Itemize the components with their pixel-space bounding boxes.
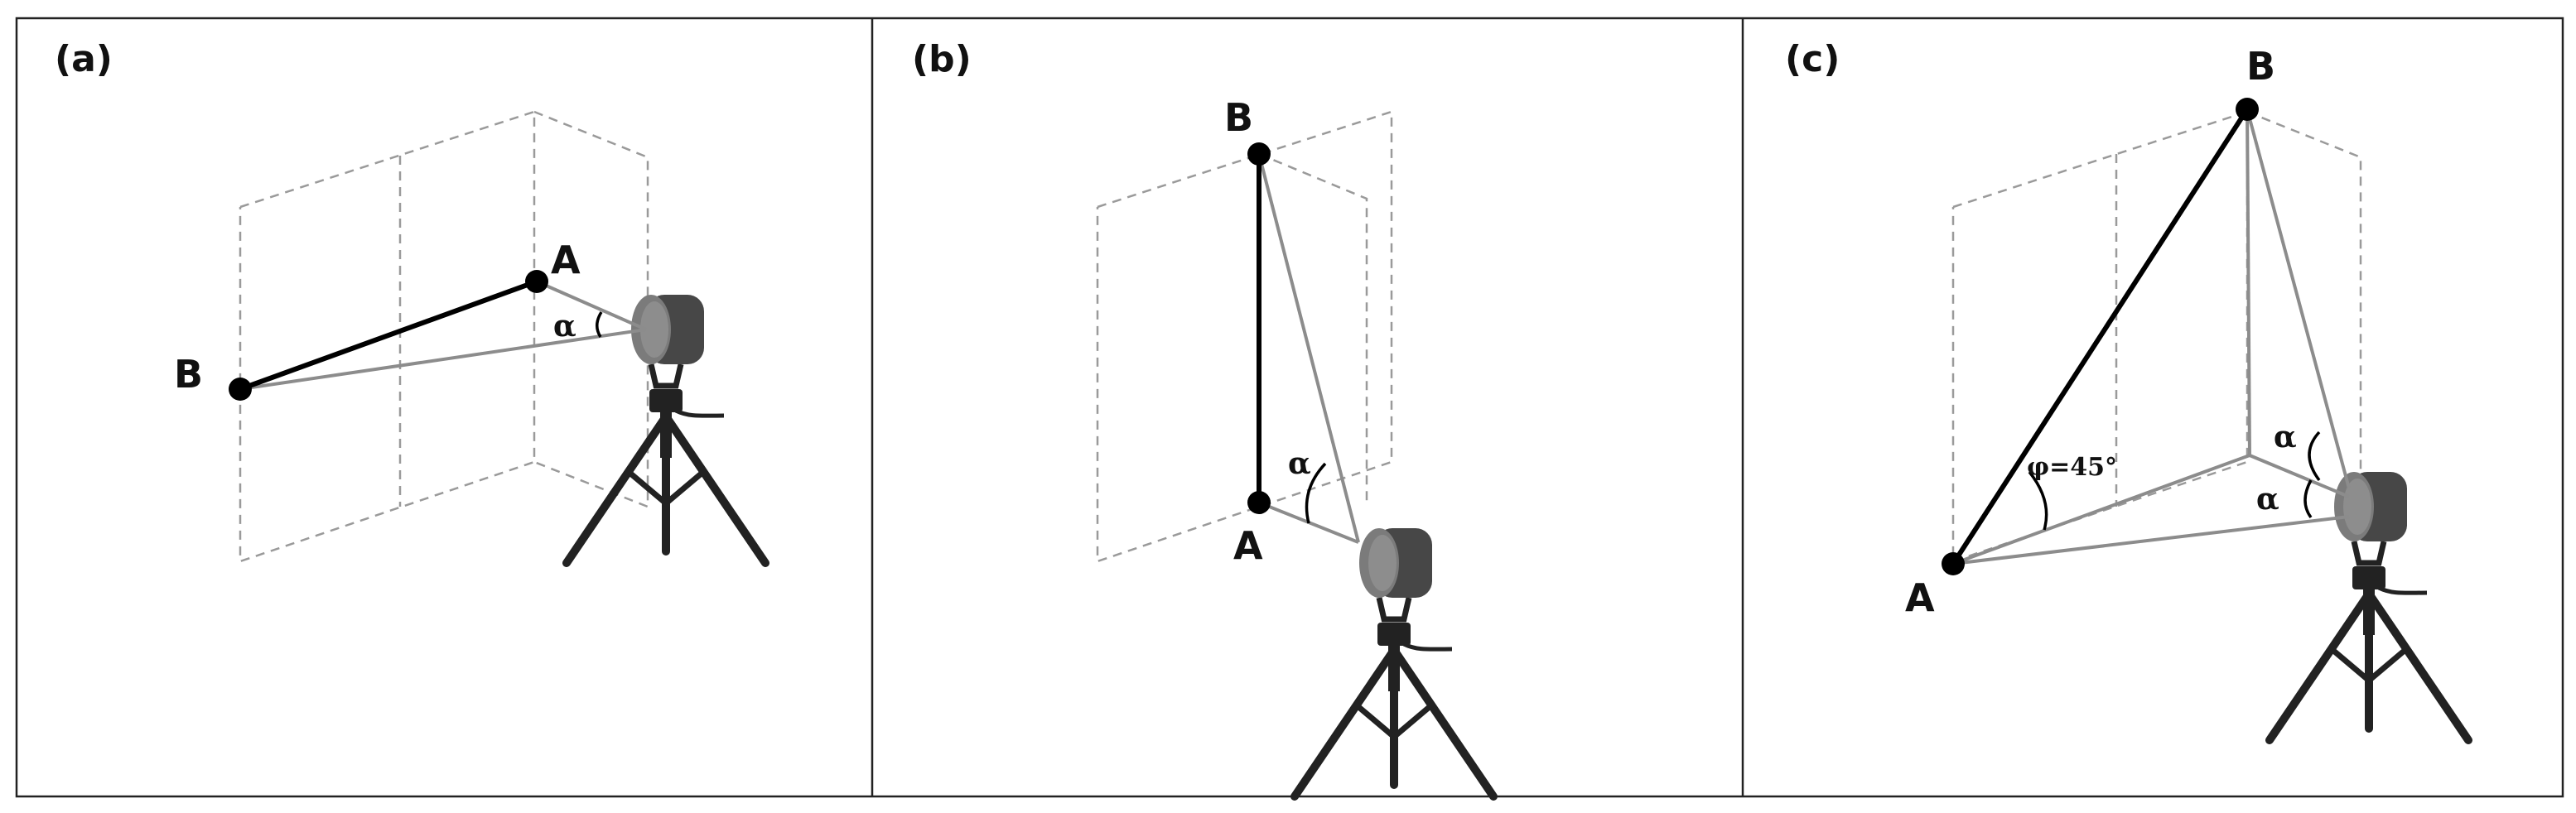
point-b-label-panel-b: B — [1224, 95, 1253, 140]
angle-label-panel-a: α — [553, 309, 576, 344]
angle-label-panel-b: α — [1288, 446, 1311, 481]
phi-arc-panel-c — [2028, 470, 2048, 531]
segment-ab-panel-a — [239, 279, 538, 392]
figure-border — [15, 17, 2564, 798]
ray-to-a-panel-c — [1952, 515, 2350, 565]
ray-to-a-panel-a — [536, 280, 647, 331]
ray-to-b-panel-c — [2246, 108, 2351, 489]
panel-a: (a) A B α — [55, 38, 765, 563]
point-b-panel-a — [229, 378, 252, 401]
point-a-label-panel-a: A — [551, 238, 581, 282]
panel-c-guide-planes — [1951, 110, 2362, 563]
panel-c-label: (c) — [1785, 38, 1840, 80]
angle-arc-panel-b — [1305, 462, 1327, 524]
point-a-label-panel-b: A — [1233, 523, 1263, 568]
scanner-tripod-a — [567, 295, 765, 563]
scanner-tripod-b — [1295, 528, 1493, 796]
scanner-tripod-c — [2270, 472, 2468, 740]
angle-arc-lower-panel-c — [2303, 479, 2313, 519]
point-b-panel-c — [2236, 98, 2259, 121]
point-b-label-panel-a: B — [174, 352, 203, 397]
ray-b-foot-to-scanner-panel-c — [2249, 454, 2350, 498]
panel-b: (b) B A α — [912, 38, 1493, 796]
angle-arc-upper-panel-c — [2308, 431, 2321, 482]
segment-ab-panel-c — [1951, 108, 2250, 565]
point-a-panel-c — [1942, 552, 1965, 575]
panel-a-label: (a) — [55, 38, 113, 80]
angle-label-upper-panel-c: α — [2274, 420, 2297, 455]
angle-label-lower-panel-c: α — [2256, 482, 2279, 517]
point-a-label-panel-c: A — [1905, 575, 1935, 620]
vertical-b-panel-c — [2246, 108, 2251, 456]
point-b-label-panel-c: B — [2246, 44, 2275, 89]
panel-a-guide-planes — [239, 110, 649, 563]
panel-b-label: (b) — [912, 38, 972, 80]
panel-c: (c) B A φ=45° α α — [1785, 38, 2468, 740]
phi-label-panel-c: φ=45° — [2027, 453, 2117, 482]
ray-a-to-b-foot-panel-c — [1952, 454, 2250, 565]
point-a-panel-b — [1247, 491, 1271, 514]
point-b-panel-b — [1247, 142, 1271, 166]
ray-to-b-panel-a — [239, 328, 647, 391]
point-a-panel-a — [525, 270, 548, 293]
angle-arc-panel-a — [596, 311, 603, 338]
ray-to-b-panel-b — [1257, 153, 1360, 543]
